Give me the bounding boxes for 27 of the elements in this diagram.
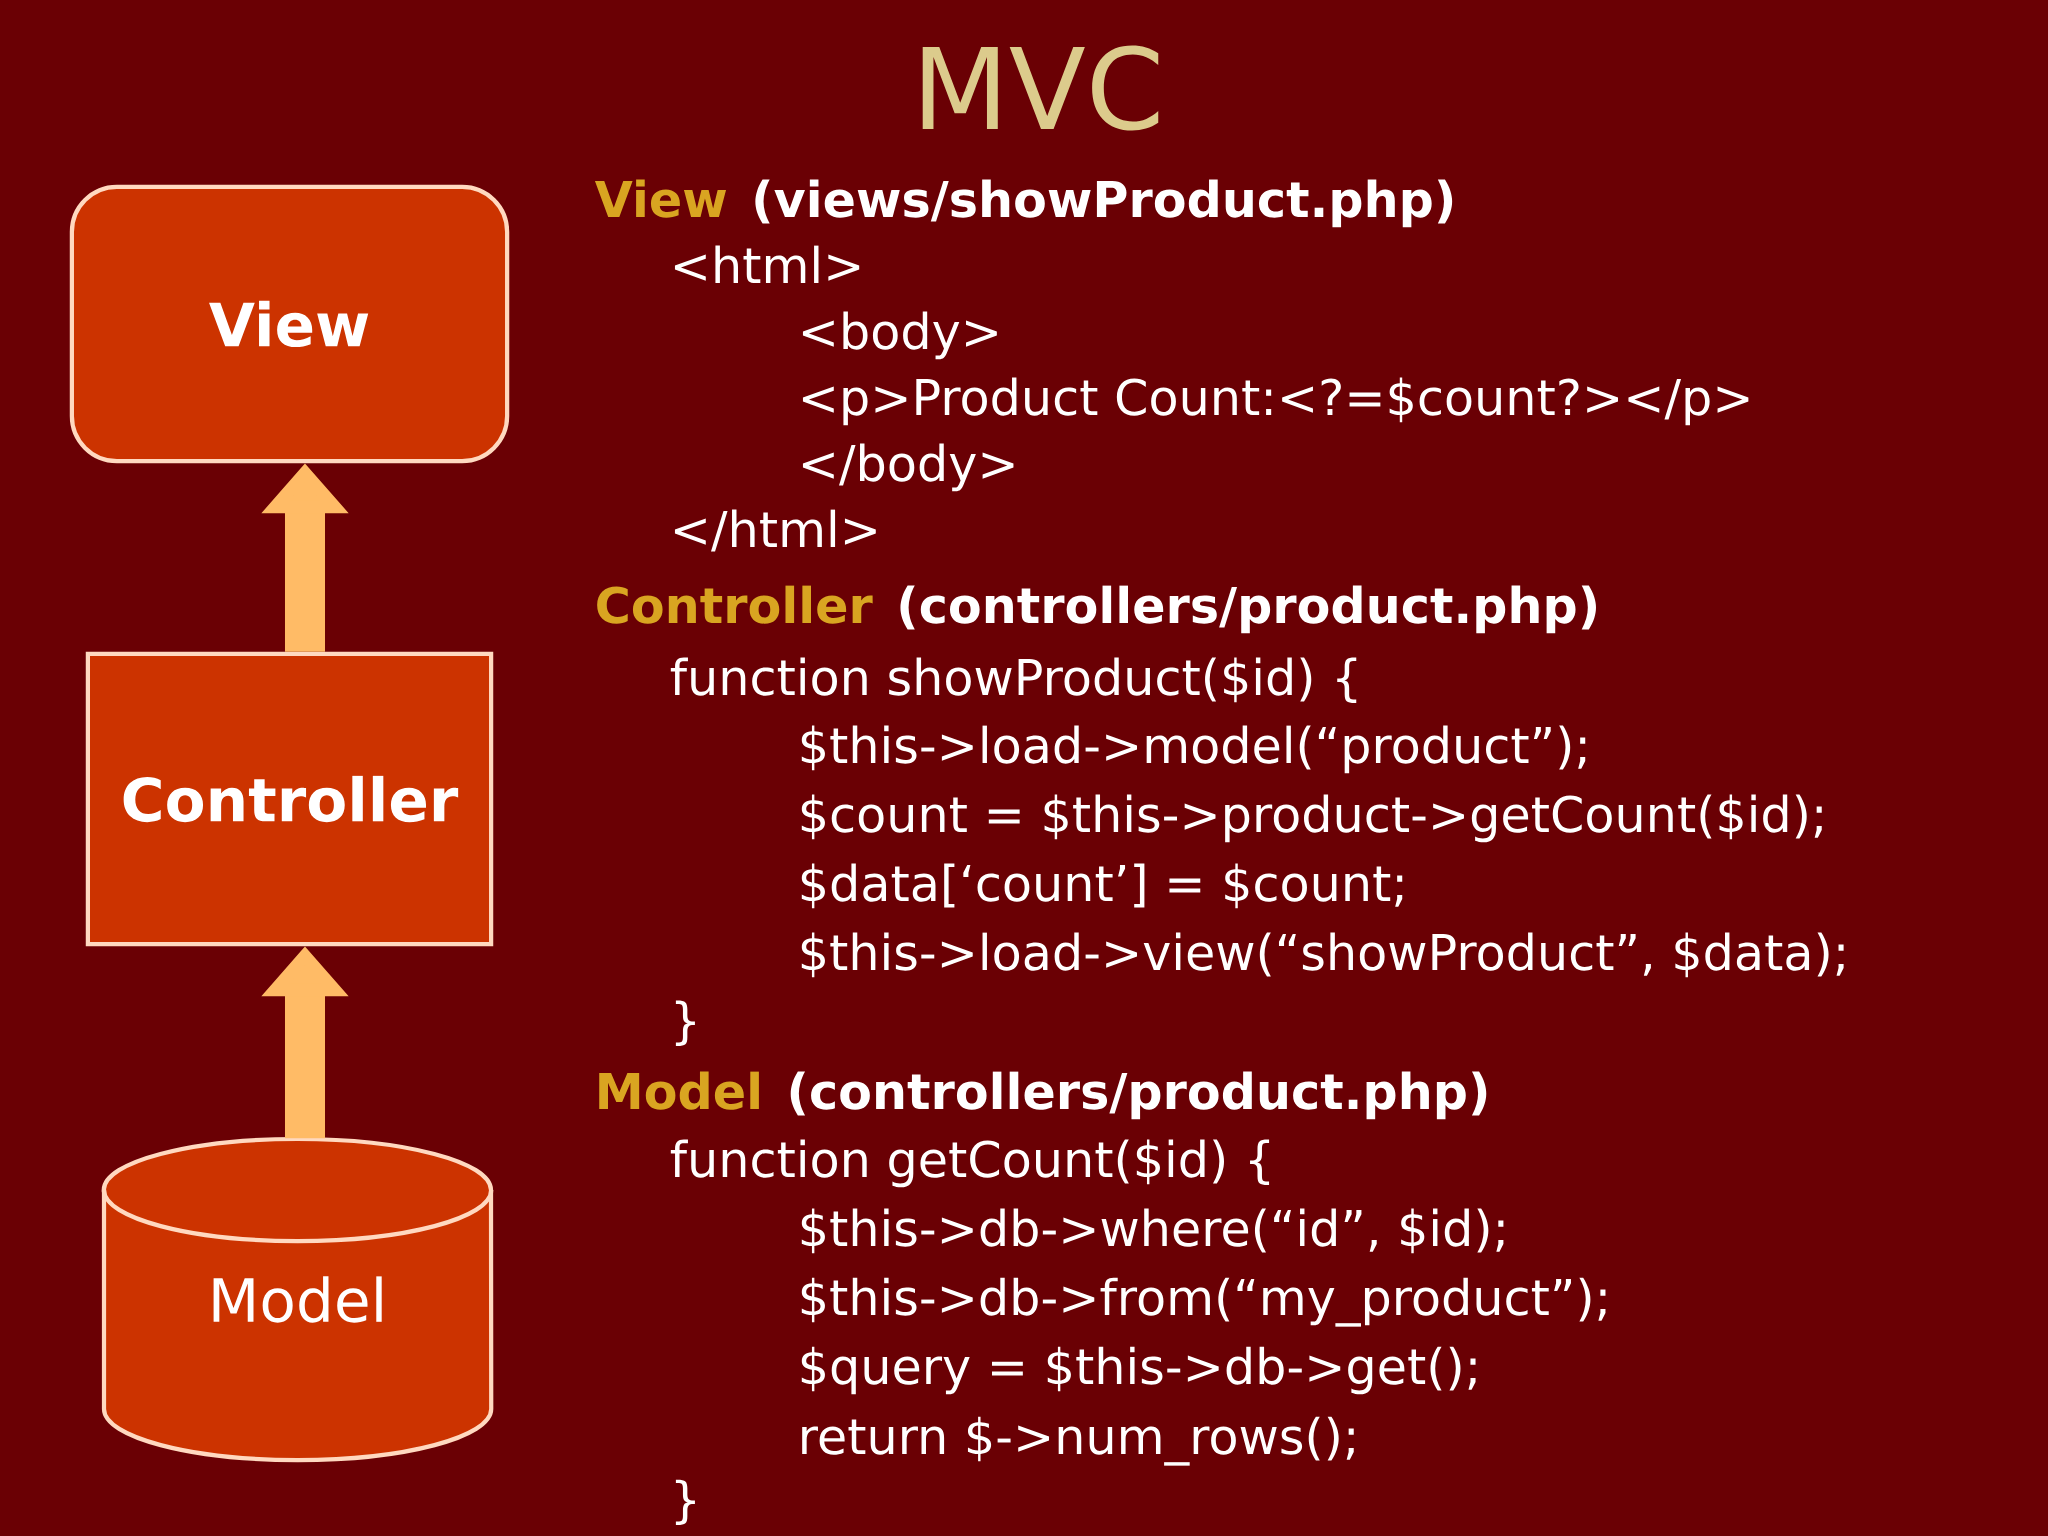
file-path: (controllers/product.php): [900, 585, 1596, 634]
code-line: $count = $this->product->getCount($id);: [801, 794, 1822, 843]
section-heading: Model: [599, 1071, 759, 1110]
code-line: function getCount($id) {: [670, 1139, 1270, 1188]
database-cylinder: Model: [101, 1136, 494, 1463]
code-line: function showProduct($id) {: [670, 657, 1357, 704]
rounded-box: View: [69, 184, 510, 464]
section-heading: Controller: [597, 585, 873, 624]
code-line: $data[‘count’] = $count;: [801, 863, 1403, 909]
title: MVC: [922, 45, 1159, 131]
code-line: <html>: [674, 245, 860, 283]
code-line: $this->load->model(“product”);: [801, 725, 1586, 774]
code-line: $this->load->view(“showProduct”, $data);: [801, 932, 1844, 978]
code-line: }: [675, 1000, 695, 1047]
code-line: $this->db->where(“id”, $id);: [801, 1208, 1504, 1254]
code-line: }: [675, 1479, 695, 1526]
code-line: <p>Product Count:<?=$count?></p>: [802, 377, 1749, 426]
code-line: <body>: [802, 311, 997, 360]
section-heading: View: [594, 179, 727, 218]
file-path: (controllers/product.php): [790, 1071, 1487, 1120]
process-box: Controller: [85, 651, 494, 947]
code-line: $this->db->from(“my_product”);: [801, 1277, 1606, 1327]
code-line: </body>: [802, 443, 1014, 492]
code-line: </html>: [674, 509, 876, 552]
code-line: return $->num_rows();: [802, 1416, 1354, 1466]
code-line: $query = $this->db->get();: [801, 1346, 1476, 1395]
file-path: (views/showProduct.php): [755, 179, 1453, 228]
